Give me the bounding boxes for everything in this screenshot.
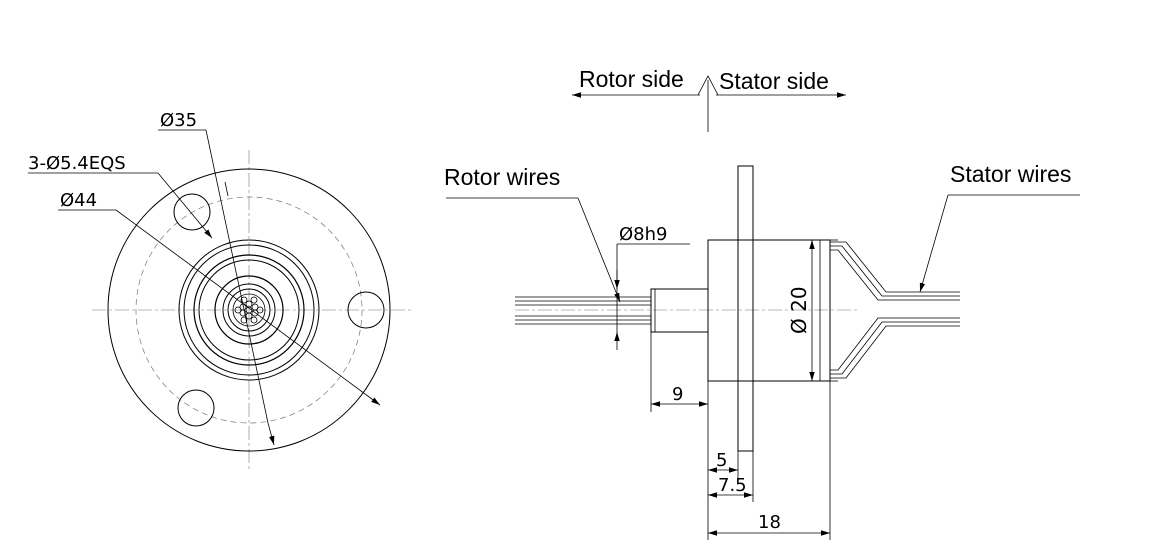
wire-bundle-icon bbox=[232, 293, 266, 327]
stator-wires-label: Stator wires bbox=[950, 161, 1071, 187]
mounting-flange bbox=[737, 165, 754, 452]
stator-side-label: Stator side bbox=[719, 68, 829, 94]
flange-outline bbox=[107, 168, 391, 452]
bolt-holes-label: 3-Ø5.4EQS bbox=[28, 153, 126, 174]
rotor-wires bbox=[515, 296, 651, 325]
bolt-hole bbox=[347, 291, 385, 329]
inner-diameter-label: Ø35 bbox=[160, 110, 197, 131]
bolt-hole bbox=[177, 389, 215, 427]
direction-indicator: Rotor side Stator side bbox=[572, 66, 846, 132]
front-view: Ø35 3-Ø5.4EQS Ø44 bbox=[28, 110, 412, 470]
body-length-label: 18 bbox=[758, 512, 781, 533]
stator-wires bbox=[830, 241, 960, 379]
stator-body bbox=[707, 239, 831, 382]
bolt-hole bbox=[173, 193, 211, 231]
shaft-diameter-label: Ø8h9 bbox=[619, 224, 667, 245]
flange-thickness-label: 5 bbox=[716, 450, 727, 471]
rotor-wires-label: Rotor wires bbox=[444, 164, 560, 190]
shaft-length-label: 9 bbox=[672, 384, 683, 405]
flange-position-label: 7.5 bbox=[718, 475, 747, 496]
rotor-side-label: Rotor side bbox=[579, 66, 684, 92]
outer-diameter-label: Ø44 bbox=[60, 190, 97, 211]
body-diameter-label: Ø 20 bbox=[787, 286, 811, 334]
side-view: Rotor wires Stator wires Ø8h9 Ø 20 9 5 7… bbox=[444, 161, 1080, 540]
rotor-shaft bbox=[650, 288, 709, 333]
